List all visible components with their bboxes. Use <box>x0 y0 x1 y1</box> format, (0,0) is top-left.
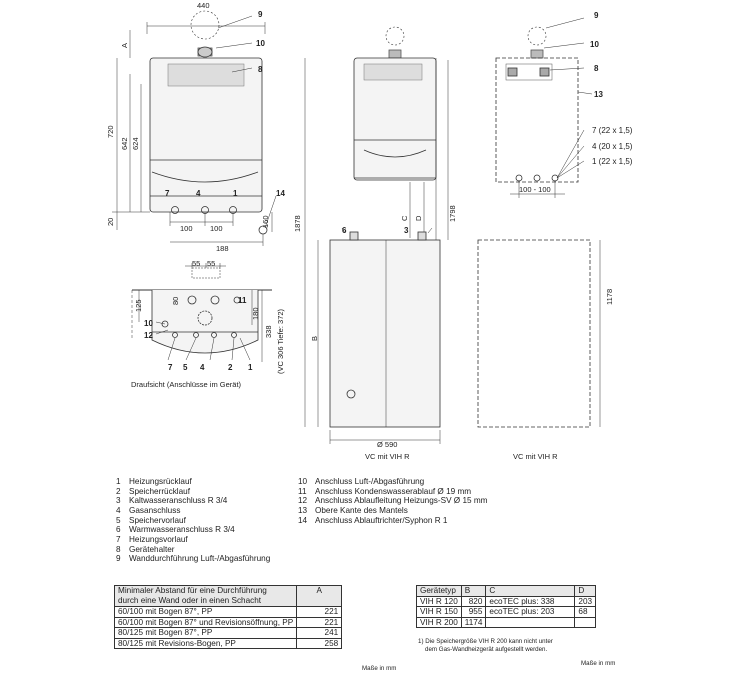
top-vert-note: (VC 306 Tiefe: 372) <box>276 308 285 374</box>
right-label-9: 9 <box>594 11 599 20</box>
mid-dim-d: D <box>414 215 423 221</box>
top-label-10: 10 <box>144 319 153 328</box>
front-label-4: 4 <box>196 189 201 198</box>
top-dim-180: 180 <box>251 307 260 320</box>
top-dim-338: 338 <box>264 325 273 338</box>
dim-642: 642 <box>120 137 129 150</box>
mid-caption: VC mit VIH R <box>365 452 410 461</box>
mid-label-6: 6 <box>342 226 347 235</box>
front-label-7: 7 <box>165 189 170 198</box>
mid-dim-b: B <box>310 336 319 341</box>
front-view-unit <box>112 10 277 246</box>
mid-dim-1878: 1878 <box>293 215 302 232</box>
dim-188: 188 <box>216 244 229 253</box>
top-label-7: 7 <box>168 363 173 372</box>
dim-spacing-1: 100 <box>180 224 193 233</box>
mid-dim-1798: 1798 <box>448 205 457 222</box>
right-label-4: 4 (20 x 1,5) <box>592 142 633 151</box>
right-dim-1178: 1178 <box>605 289 614 305</box>
top-label-4: 4 <box>200 363 205 372</box>
top-label-5: 5 <box>183 363 188 372</box>
top-dim-55-b: 55 <box>207 259 215 268</box>
table-b-footnote: 1) Die Speichergröße VIH R 200 kann nich… <box>418 638 553 653</box>
top-view-caption: Draufsicht (Anschlüsse im Gerät) <box>131 380 242 389</box>
dim-720: 720 <box>106 125 115 138</box>
table-header-row: Gerätetyp B C D <box>416 585 597 597</box>
top-dim-55-a: 55 <box>192 259 200 268</box>
right-label-1: 1 (22 x 1,5) <box>592 157 633 166</box>
right-view-unit <box>477 17 601 428</box>
top-label-2: 2 <box>228 363 233 372</box>
top-dim-80: 80 <box>171 297 180 305</box>
right-label-8: 8 <box>594 64 599 73</box>
mid-diameter: Ø 590 <box>377 440 397 449</box>
mid-dim-c: C <box>400 215 409 221</box>
right-label-10: 10 <box>590 40 599 49</box>
front-label-9: 9 <box>258 10 263 19</box>
table-b-unit-note: Maße in mm <box>581 660 616 667</box>
dim-a: A <box>120 43 129 48</box>
dim-20: 20 <box>106 218 115 226</box>
right-caption: VC mit VIH R <box>513 452 558 461</box>
front-label-14: 14 <box>276 189 285 198</box>
table-header-cell: A <box>296 585 343 607</box>
right-dim-spacing: 100 - 100 <box>519 185 551 194</box>
mid-label-3: 3 <box>404 226 409 235</box>
top-label-12: 12 <box>144 331 153 340</box>
top-label-1: 1 <box>248 363 253 372</box>
top-dim-125: 125 <box>134 299 143 312</box>
front-label-8: 8 <box>258 65 263 74</box>
right-label-7: 7 (22 x 1,5) <box>592 126 633 135</box>
dim-624: 624 <box>131 137 140 150</box>
front-label-10: 10 <box>256 39 265 48</box>
dim-spacing-2: 100 <box>210 224 223 233</box>
front-label-1: 1 <box>233 189 238 198</box>
dim-width-440: 440 <box>197 1 210 10</box>
top-view-unit <box>131 263 272 362</box>
right-label-13: 13 <box>594 90 603 99</box>
table-a-unit-note: Maße in mm <box>362 665 397 672</box>
dim-160: 160 <box>261 215 270 228</box>
table-row: 60/100 mit Bogen 87° und Revisionsöffnun… <box>113 616 343 629</box>
top-label-11: 11 <box>238 296 247 305</box>
mid-view-unit <box>304 26 449 444</box>
